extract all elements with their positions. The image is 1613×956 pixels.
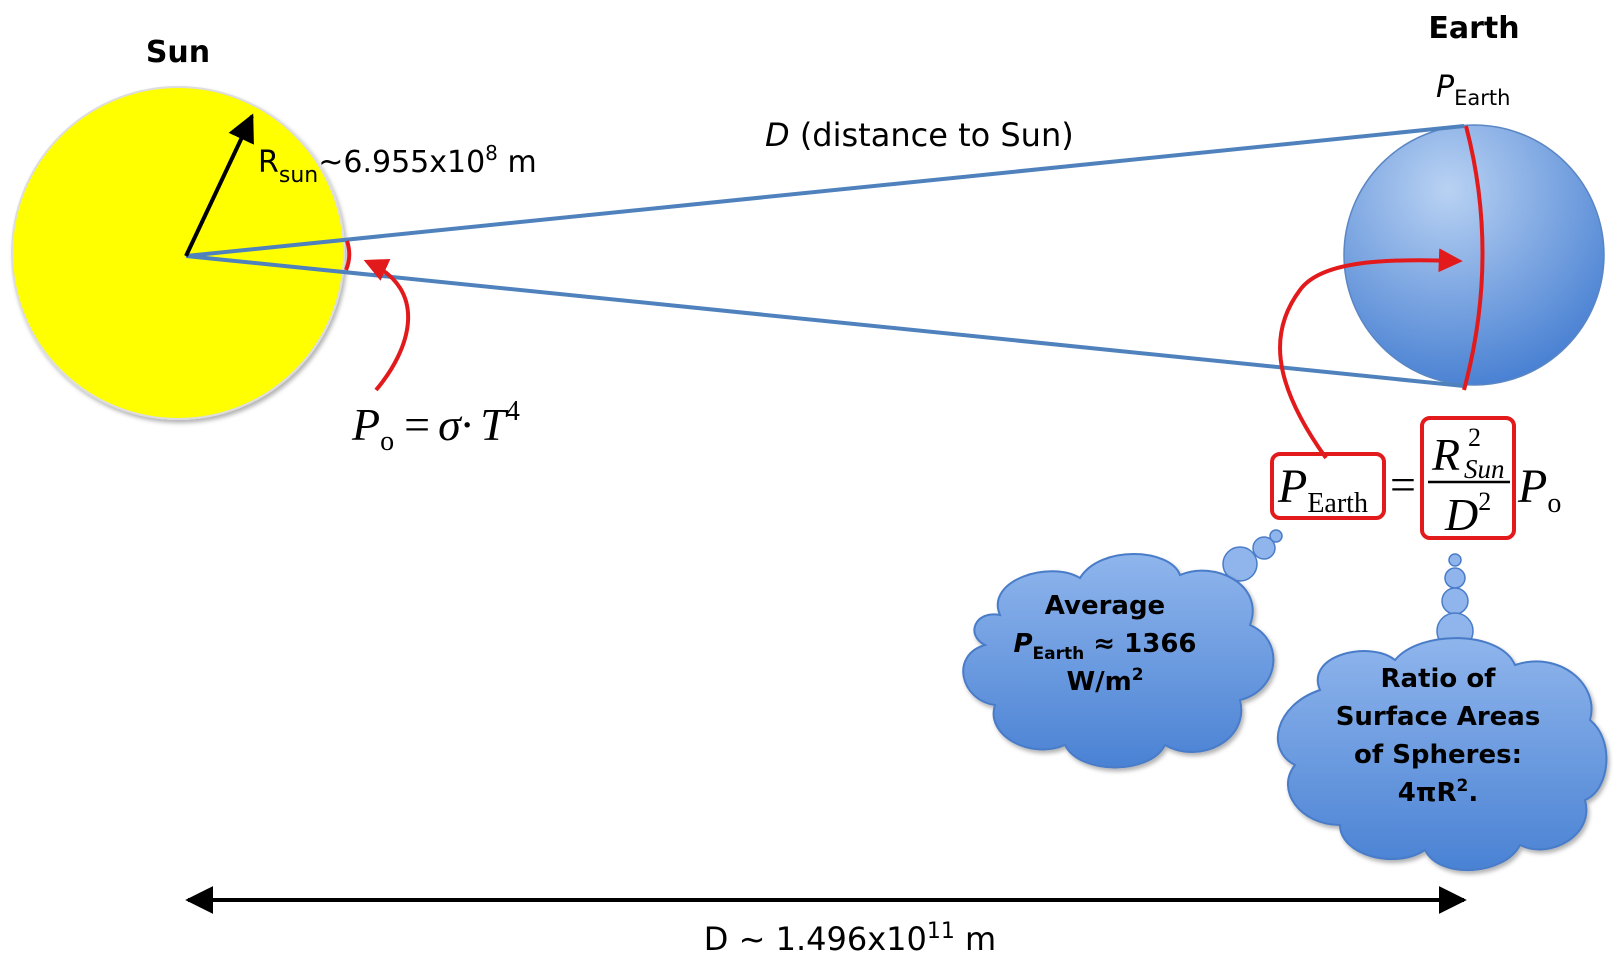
earth-circle <box>1343 124 1605 386</box>
ratio-bubble-medium <box>1444 567 1466 589</box>
ratio-bubble-medium-2 <box>1441 587 1469 615</box>
thought-bubble-medium <box>1252 536 1276 560</box>
bottom-distance-label: D ~ 1.496x1011 m <box>704 919 996 956</box>
p-earth-lhs: PEarth <box>1277 460 1368 519</box>
fraction-denominator: D2 <box>1444 487 1491 540</box>
p-earth-highlight-box <box>1270 452 1386 520</box>
sun-label: Sun <box>146 35 210 70</box>
ratio-cloud-line3: of Spheres: <box>1354 740 1522 770</box>
po-rhs: Po <box>1517 460 1561 519</box>
upper-beam-line <box>185 124 1465 258</box>
fraction-numerator: R <box>1431 429 1460 480</box>
ratio-highlight-box <box>1420 416 1516 540</box>
sun-circle <box>11 86 345 420</box>
earth-label: Earth <box>1428 11 1519 46</box>
radius-arrow <box>184 113 254 257</box>
earth-cross-section-arc <box>1462 125 1485 391</box>
thought-bubble-large <box>1222 546 1258 582</box>
ratio-cloud <box>1276 637 1608 871</box>
average-cloud <box>962 553 1275 769</box>
earth-pointer-arrow <box>1278 248 1463 460</box>
ratio-cloud-line4: 4πR2. <box>1398 776 1478 808</box>
main-equals: = <box>1390 459 1416 510</box>
average-cloud-line2: PEarth ≈ 1366 <box>1013 629 1196 664</box>
lower-beam-line <box>185 254 1465 388</box>
po-equation: Po=σ·T4 <box>351 396 520 457</box>
radius-label: Rsun~6.955x108 m <box>258 141 537 188</box>
po-pointer-arrow <box>363 258 410 392</box>
p-earth-top-label: PEarth <box>1436 70 1510 110</box>
angle-arc <box>344 240 352 271</box>
ratio-bubble-small <box>1448 553 1462 567</box>
ratio-cloud-line1: Ratio of <box>1381 664 1497 694</box>
numerator-sup: 2 <box>1468 423 1481 452</box>
distance-label: D (distance to Sun) <box>765 116 1074 154</box>
thought-bubble-small <box>1269 529 1283 543</box>
average-cloud-line3: W/m2 <box>1066 665 1143 697</box>
average-cloud-line1: Average <box>1045 591 1165 621</box>
ratio-cloud-line2: Surface Areas <box>1336 702 1541 732</box>
numerator-sub: Sun <box>1464 454 1505 484</box>
